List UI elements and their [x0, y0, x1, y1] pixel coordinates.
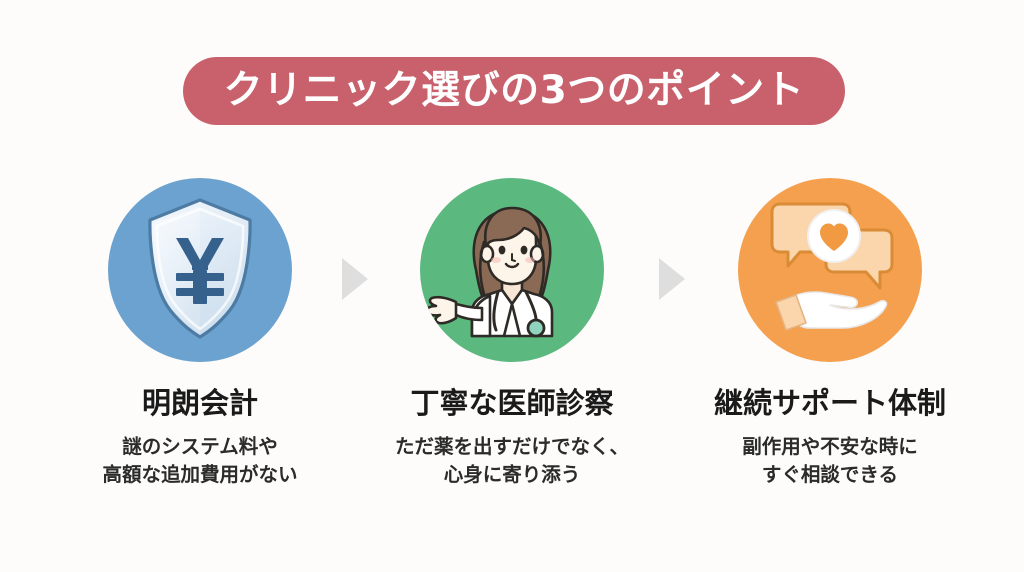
- point-body-1: 謎のシステム料や 高額な追加費用がない: [102, 433, 297, 490]
- point-card-3: 継続サポート体制 副作用や不安な時に すぐ相談できる: [680, 178, 980, 489]
- female-doctor-icon: [420, 178, 604, 362]
- arrow-right-icon: [659, 258, 685, 300]
- point-card-2: 丁寧な医師診察 ただ薬を出すだけでなく、 心身に寄り添う: [362, 178, 662, 489]
- point-body-3: 副作用や不安な時に すぐ相談できる: [742, 433, 918, 490]
- point-heading-1: 明朗会計: [141, 386, 258, 420]
- point-body-1-line-2: 高額な追加費用がない: [102, 463, 298, 487]
- arrow-right-icon: [342, 258, 368, 300]
- point-body-2-line-2: 心身に寄り添う: [443, 463, 581, 487]
- title-banner: クリニック選びの3つのポイント: [183, 57, 845, 125]
- point-body-3-line-2: すぐ相談できる: [761, 463, 899, 487]
- point-body-2-line-1: ただ薬を出すだけでなく、: [394, 434, 629, 458]
- point-card-1: 明朗会計 謎のシステム料や 高額な追加費用がない: [50, 178, 350, 489]
- page-title: クリニック選びの3つのポイント: [223, 67, 805, 113]
- point-heading-3: 継続サポート体制: [713, 386, 946, 420]
- shield-yen-icon: [108, 178, 292, 362]
- point-body-3-line-1: 副作用や不安な時に: [742, 434, 918, 458]
- points-row: 明朗会計 謎のシステム料や 高額な追加費用がない: [0, 178, 1024, 528]
- hand-heart-chat-icon: [738, 178, 922, 362]
- point-heading-2: 丁寧な医師診察: [410, 386, 614, 420]
- point-body-2: ただ薬を出すだけでなく、 心身に寄り添う: [395, 433, 629, 490]
- point-body-1-line-1: 謎のシステム料や: [122, 434, 278, 458]
